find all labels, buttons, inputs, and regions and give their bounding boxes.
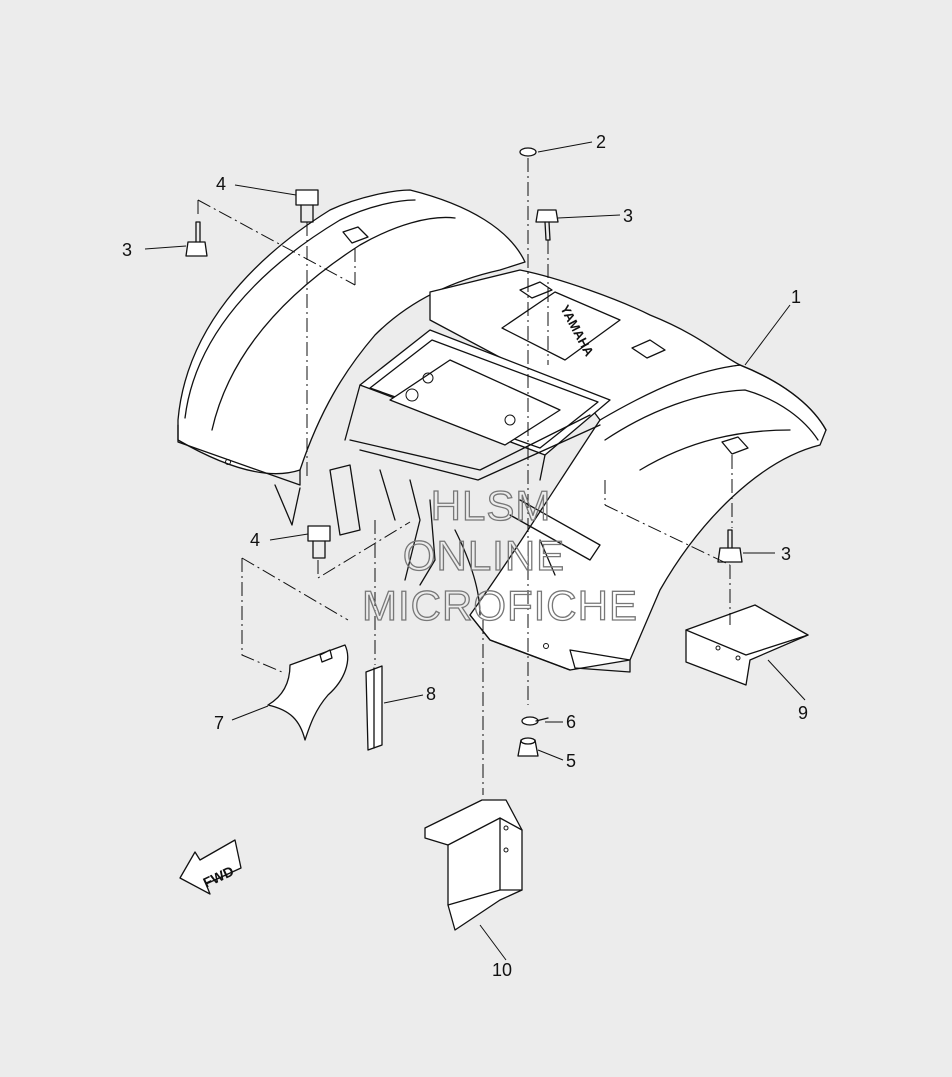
bolt-part-3-right xyxy=(717,529,743,563)
guard-part-9 xyxy=(685,604,809,686)
rear-fender: YAMAHA xyxy=(177,189,827,673)
callout-6: 6 xyxy=(566,712,576,732)
assembly-lines xyxy=(197,158,733,795)
callout-labels: 1 2 3 3 3 4 4 5 6 7 8 9 10 xyxy=(122,132,808,980)
guard-part-10 xyxy=(424,799,523,931)
callout-10: 10 xyxy=(492,960,512,980)
callout-3-center: 3 xyxy=(623,206,633,226)
callout-2: 2 xyxy=(596,132,606,152)
bolt-part-3-left xyxy=(185,221,208,257)
callout-9: 9 xyxy=(798,703,808,723)
watermark-line-2: ONLINE xyxy=(403,532,565,579)
guard-part-8 xyxy=(365,665,383,751)
leader-lines xyxy=(144,141,806,961)
callout-7: 7 xyxy=(214,713,224,733)
callout-5: 5 xyxy=(566,751,576,771)
flap-part-7 xyxy=(267,644,349,741)
bolt-part-4-top xyxy=(295,189,319,223)
clip-part-6 xyxy=(521,716,549,726)
callout-3-left: 3 xyxy=(122,240,132,260)
forward-direction-arrow: FWD xyxy=(179,839,242,895)
callout-4-top: 4 xyxy=(216,174,226,194)
watermark-line-1: HLSM xyxy=(431,482,552,529)
callout-3-right: 3 xyxy=(781,544,791,564)
bolt-part-4-bottom xyxy=(307,525,331,559)
callout-1: 1 xyxy=(791,287,801,307)
watermark-line-3: MICROFICHE xyxy=(362,582,638,629)
cap-part-2 xyxy=(519,147,537,157)
watermark: HLSM ONLINE MICROFICHE xyxy=(361,481,638,629)
callout-8: 8 xyxy=(426,684,436,704)
callout-4-bottom: 4 xyxy=(250,530,260,550)
grommet-part-5 xyxy=(517,737,539,757)
bolt-part-3-center xyxy=(535,209,559,241)
